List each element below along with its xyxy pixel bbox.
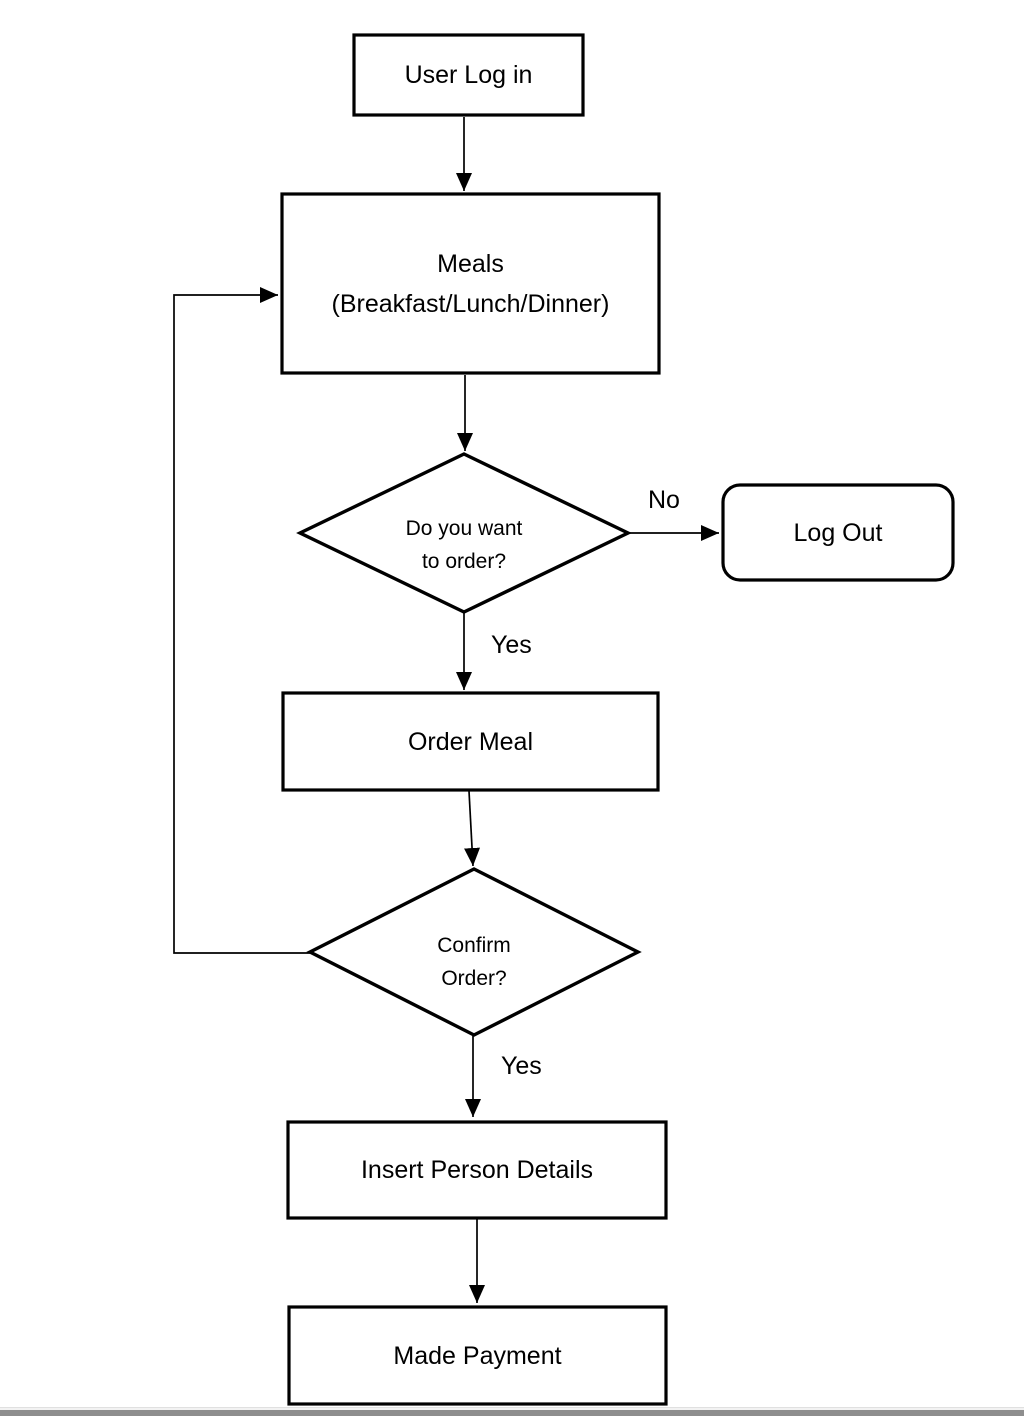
order-meal-box (281, 691, 660, 792)
meals-box (280, 192, 661, 375)
user-login-box (352, 33, 585, 117)
horizontal-scrollbar-track[interactable] (0, 1407, 1024, 1416)
horizontal-scrollbar-thumb[interactable] (0, 1410, 1024, 1416)
order-decision-diamond (296, 452, 632, 614)
insert-person-details-box (286, 1120, 668, 1220)
arrow-order-meal-to-confirm (464, 790, 481, 867)
made-payment-box (287, 1305, 668, 1406)
loopback-arrow-confirm-to-meals (173, 287, 310, 954)
logout-box (721, 483, 955, 582)
confirm-order-diamond (306, 867, 642, 1037)
